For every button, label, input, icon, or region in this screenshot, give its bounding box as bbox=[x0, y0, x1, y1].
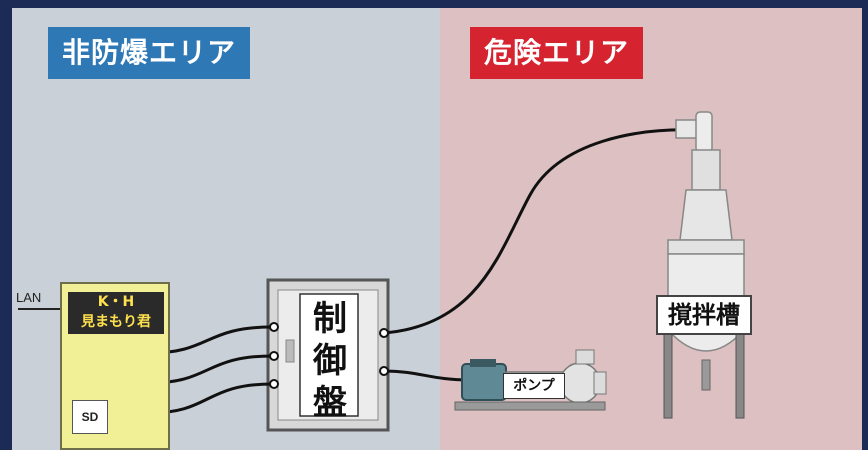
left-border bbox=[0, 0, 12, 450]
port-panel-2 bbox=[269, 351, 279, 361]
top-border bbox=[0, 0, 868, 8]
stirring-tank-label: 撹拌槽 bbox=[656, 295, 752, 335]
control-panel-label: 制 御 盤 bbox=[313, 299, 347, 423]
port-panel-3 bbox=[269, 379, 279, 389]
device-name-label: K・H 見まもり君 bbox=[68, 292, 164, 334]
control-panel-handle bbox=[285, 339, 295, 363]
control-panel-label-plate bbox=[299, 293, 359, 417]
cable-to-tank bbox=[383, 128, 697, 335]
sd-card-slot: SD bbox=[72, 400, 108, 434]
tank-graphic bbox=[663, 111, 745, 419]
cable-to-pump bbox=[383, 369, 471, 382]
hazardous-area-label: 危険エリア bbox=[470, 27, 644, 79]
pump-label: ポンプ bbox=[503, 373, 565, 399]
lan-label: LAN bbox=[16, 290, 42, 305]
port-panel-out-2 bbox=[379, 366, 389, 376]
right-border bbox=[862, 0, 868, 450]
port-panel-out-1 bbox=[379, 328, 389, 338]
port-panel-1 bbox=[269, 322, 279, 332]
non-explosion-proof-area-label: 非防爆エリア bbox=[48, 27, 251, 79]
